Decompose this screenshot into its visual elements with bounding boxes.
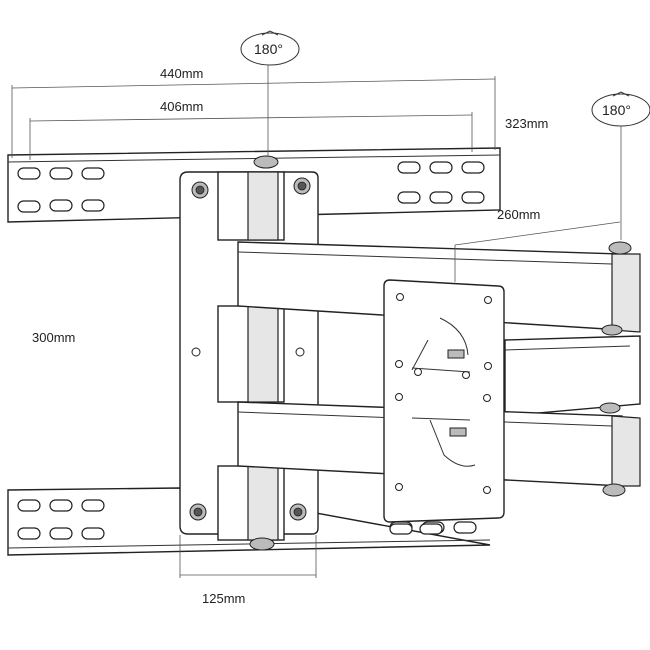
base-width-label: 125mm <box>202 591 245 606</box>
rotation-indicator-top: 180° <box>240 30 300 156</box>
vesa-holes <box>395 293 492 494</box>
middle-arm <box>504 335 641 417</box>
back-plate-bolts <box>189 177 311 521</box>
extension-label: 260mm <box>497 207 540 222</box>
height-vesa-label: 300mm <box>32 330 75 345</box>
rotation-indicator-right: 180° <box>591 91 650 240</box>
top-plate-slots <box>17 161 485 213</box>
rotation-top-label: 180° <box>254 41 283 57</box>
rotation-right-label: 180° <box>602 102 631 118</box>
dimension-base-width: 125mm <box>179 535 317 606</box>
dimension-width-outer: 440mm <box>11 66 496 158</box>
vesa-bottom-slots <box>389 523 443 535</box>
tilt-mechanism <box>411 317 476 467</box>
width-outer-label: 440mm <box>160 66 203 81</box>
vesa-head-plate <box>383 279 505 535</box>
dimension-extension: 260mm <box>454 207 621 282</box>
width-inner-label: 406mm <box>160 99 203 114</box>
hinge-column <box>217 155 285 551</box>
hinge-pivot-caps <box>249 155 279 551</box>
dimension-width-inner: 406mm <box>29 99 473 160</box>
height-plate-label: 323mm <box>505 116 548 131</box>
